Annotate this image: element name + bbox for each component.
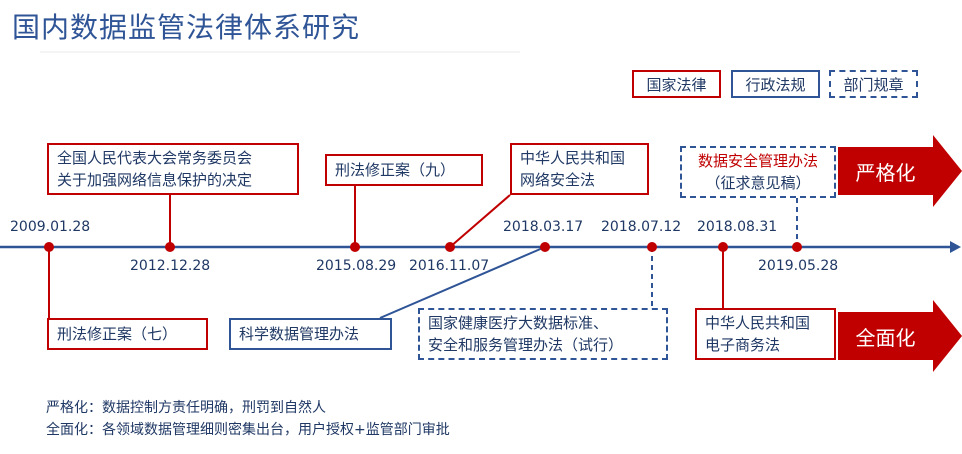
comprehensive-arrow-shape (838, 300, 962, 372)
dot-2009 (44, 242, 54, 252)
timeline-arrowhead (950, 241, 961, 253)
date-2012: 2012.12.28 (130, 258, 211, 274)
event-science-data: 科学数据管理办法 (229, 318, 392, 350)
dot-2019 (792, 242, 802, 252)
note-strict: 严格化：数据控制方责任明确，刑罚到自然人 (46, 400, 326, 416)
dot-2012 (165, 242, 175, 252)
event-health-bigdata-line1: 国家健康医疗大数据标准、 (428, 314, 609, 332)
event-data-security-line2: （征求意见稿） (705, 174, 811, 192)
legend-national-law: 国家法律 (632, 70, 721, 98)
dot-2015 (350, 242, 360, 252)
event-npc-decision-line1: 全国人民代表大会常务委员会 (57, 149, 253, 167)
dot-20180317 (540, 242, 550, 252)
event-criminal-vii: 刑法修正案（七） (47, 318, 208, 350)
event-ecommerce-line2: 电子商务法 (705, 336, 781, 354)
event-cybersecurity-line1: 中华人民共和国 (520, 149, 626, 167)
dot-2016 (445, 242, 455, 252)
date-2015: 2015.08.29 (316, 258, 397, 274)
strict-arrow-label: 严格化 (855, 160, 916, 185)
event-criminal-vii-label: 刑法修正案（七） (57, 325, 178, 343)
event-cybersecurity-line2: 网络安全法 (520, 171, 596, 189)
date-20180712: 2018.07.12 (601, 219, 682, 235)
dot-20180712 (647, 242, 657, 252)
comprehensive-arrow-label: 全面化 (855, 325, 916, 350)
date-2019: 2019.05.28 (758, 258, 839, 274)
event-ecommerce-line1: 中华人民共和国 (705, 314, 811, 332)
event-health-bigdata: 国家健康医疗大数据标准、 安全和服务管理办法（试行） (418, 308, 668, 360)
legend-dept-rule: 部门规章 (829, 70, 918, 98)
event-cybersecurity: 中华人民共和国 网络安全法 (510, 143, 649, 195)
event-science-data-label: 科学数据管理办法 (239, 325, 360, 343)
date-2009: 2009.01.28 (10, 219, 91, 235)
page-title: 国内数据监管法律体系研究 (12, 11, 361, 44)
event-data-security: 数据安全管理办法 （征求意见稿） (680, 146, 836, 198)
event-ecommerce: 中华人民共和国 电子商务法 (695, 308, 836, 360)
connector-2016 (449, 194, 511, 248)
date-2016: 2016.11.07 (409, 258, 490, 274)
note-comprehensive: 全面化：各领域数据管理细则密集出台，用户授权+监管部门审批 (46, 422, 450, 438)
strict-arrow-shape (838, 135, 962, 207)
event-npc-decision: 全国人民代表大会常务委员会 关于加强网络信息保护的决定 (47, 143, 299, 195)
date-20180317: 2018.03.17 (503, 219, 584, 235)
dot-20180831 (718, 242, 728, 252)
connector-20180317 (379, 246, 546, 319)
event-criminal-ix: 刑法修正案（九） (325, 154, 483, 186)
event-health-bigdata-line2: 安全和服务管理办法（试行） (428, 336, 624, 354)
date-20180831: 2018.08.31 (697, 219, 778, 235)
event-data-security-line1: 数据安全管理办法 (697, 152, 818, 170)
legend-admin-regulation: 行政法规 (731, 70, 820, 98)
event-npc-decision-line2: 关于加强网络信息保护的决定 (57, 171, 253, 189)
event-criminal-ix-label: 刑法修正案（九） (335, 161, 456, 179)
